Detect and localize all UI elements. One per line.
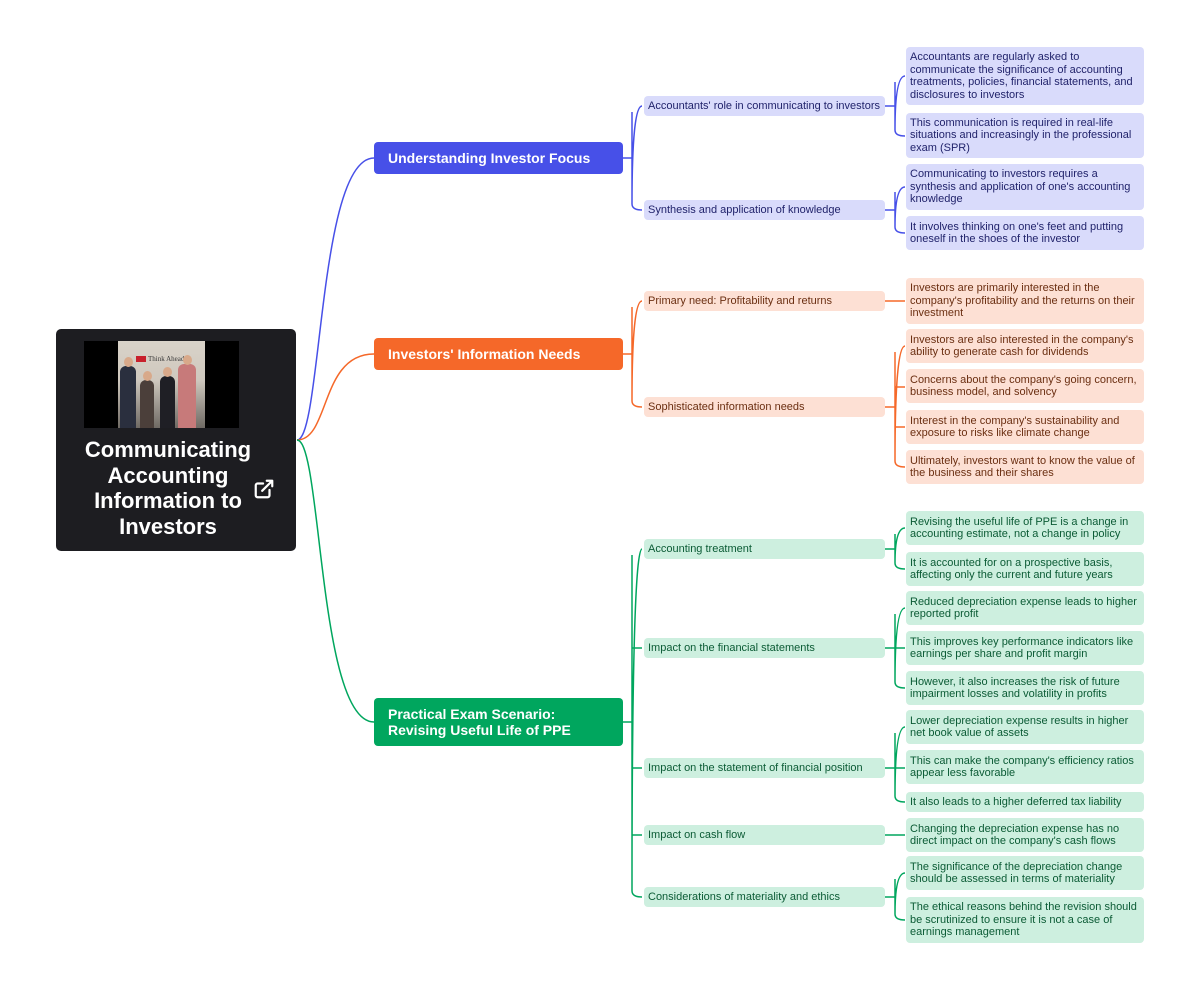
leaf-item[interactable]: Investors are also interested in the com… (906, 329, 1144, 363)
leaf-item[interactable]: It is accounted for on a prospective bas… (906, 552, 1144, 586)
topic-impact-financial-statements[interactable]: Impact on the financial statements (644, 638, 885, 658)
leaf-item[interactable]: The significance of the depreciation cha… (906, 856, 1144, 890)
leaf-item[interactable]: Revising the useful life of PPE is a cha… (906, 511, 1144, 545)
leaf-item[interactable]: Accountants are regularly asked to commu… (906, 47, 1144, 105)
leaf-item[interactable]: Investors are primarily interested in th… (906, 278, 1144, 324)
leaf-item[interactable]: It involves thinking on one's feet and p… (906, 216, 1144, 250)
leaf-item[interactable]: Communicating to investors requires a sy… (906, 164, 1144, 210)
person-figure (178, 355, 196, 428)
leaf-item[interactable]: Interest in the company's sustainability… (906, 410, 1144, 444)
external-link-icon[interactable] (253, 478, 275, 500)
root-title: Communicating Accounting Information to … (84, 437, 252, 539)
branch-practical-exam-scenario[interactable]: Practical Exam Scenario: Revising Useful… (374, 698, 623, 746)
leaf-item[interactable]: However, it also increases the risk of f… (906, 671, 1144, 705)
leaf-item[interactable]: This communication is required in real-l… (906, 113, 1144, 158)
topic-synthesis-application[interactable]: Synthesis and application of knowledge (644, 200, 885, 220)
leaf-item[interactable]: Reduced depreciation expense leads to hi… (906, 591, 1144, 625)
topic-accountants-role[interactable]: Accountants' role in communicating to in… (644, 96, 885, 116)
photo-sign-text: Think Ahead (136, 355, 184, 363)
leaf-item[interactable]: Changing the depreciation expense has no… (906, 818, 1144, 852)
topic-primary-need[interactable]: Primary need: Profitability and returns (644, 291, 885, 311)
branch-understanding-investor-focus[interactable]: Understanding Investor Focus (374, 142, 623, 174)
leaf-item[interactable]: Ultimately, investors want to know the v… (906, 450, 1144, 484)
person-figure (120, 357, 136, 428)
leaf-item[interactable]: The ethical reasons behind the revision … (906, 897, 1144, 943)
root-node[interactable]: Think Ahead Communicating Accounting Inf… (56, 329, 296, 551)
topic-impact-financial-position[interactable]: Impact on the statement of financial pos… (644, 758, 885, 778)
leaf-item[interactable]: This can make the company's efficiency r… (906, 750, 1144, 784)
person-figure (140, 371, 154, 428)
leaf-item[interactable]: Concerns about the company's going conce… (906, 369, 1144, 403)
group-photo: Think Ahead (118, 341, 205, 428)
topic-sophisticated-needs[interactable]: Sophisticated information needs (644, 397, 885, 417)
root-image: Think Ahead (84, 341, 239, 428)
topic-accounting-treatment[interactable]: Accounting treatment (644, 539, 885, 559)
leaf-item[interactable]: This improves key performance indicators… (906, 631, 1144, 665)
topic-impact-cash-flow[interactable]: Impact on cash flow (644, 825, 885, 845)
leaf-item[interactable]: It also leads to a higher deferred tax l… (906, 792, 1144, 812)
topic-materiality-ethics[interactable]: Considerations of materiality and ethics (644, 887, 885, 907)
leaf-item[interactable]: Lower depreciation expense results in hi… (906, 710, 1144, 744)
person-figure (160, 367, 175, 428)
branch-investors-information-needs[interactable]: Investors' Information Needs (374, 338, 623, 370)
